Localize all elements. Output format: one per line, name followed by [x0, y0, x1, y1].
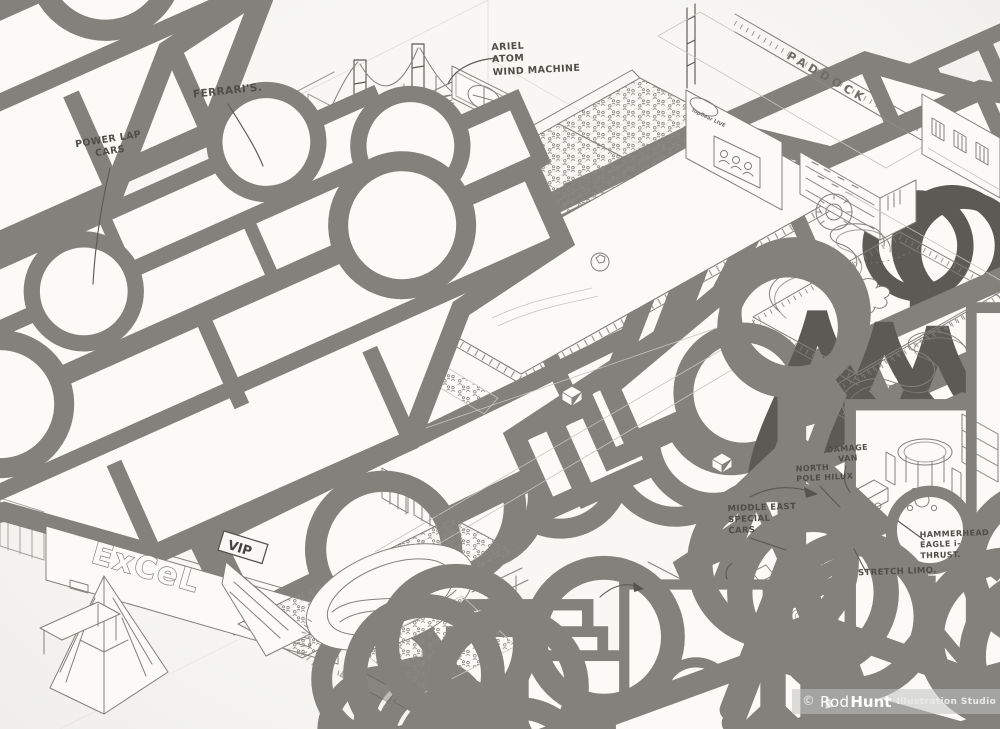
merch-stand	[799, 151, 917, 264]
arrow-icon	[633, 582, 644, 592]
back-building	[921, 93, 1000, 199]
display-pod	[885, 413, 999, 512]
race-track-1	[751, 61, 1000, 669]
watermark-name-first: Rod	[820, 692, 850, 711]
arrow-icon	[804, 487, 818, 498]
note-hammerhead: HAMMERHEAD EAGLE i-THRUST.	[919, 527, 990, 561]
vip-sign: VIP	[217, 530, 269, 565]
statue	[561, 385, 583, 407]
watermark: © Rod Hunt Illustration Studio	[792, 689, 1000, 714]
stage: TopGear LIVE	[685, 3, 1000, 580]
football	[590, 252, 610, 272]
note-damage-van: DAMAGE VAN	[826, 442, 869, 465]
pyramid-entrance	[39, 575, 769, 729]
statue	[711, 452, 733, 474]
note-north-pole-hilux: NORTH POLE HILUX	[795, 462, 854, 484]
watermark-name-last: Hunt	[850, 692, 892, 711]
watermark-copyright: ©	[802, 694, 815, 709]
note-middle-east-special-cars: MIDDLE EAST SPECIAL CARS	[727, 501, 797, 537]
annotation-leaders	[92, 57, 925, 598]
watermark-suffix: Illustration Studio	[896, 696, 997, 707]
svg-text:VIP: VIP	[226, 538, 254, 559]
note-ariel-atom: ARIEL ATOM WIND MACHINE	[491, 40, 581, 78]
